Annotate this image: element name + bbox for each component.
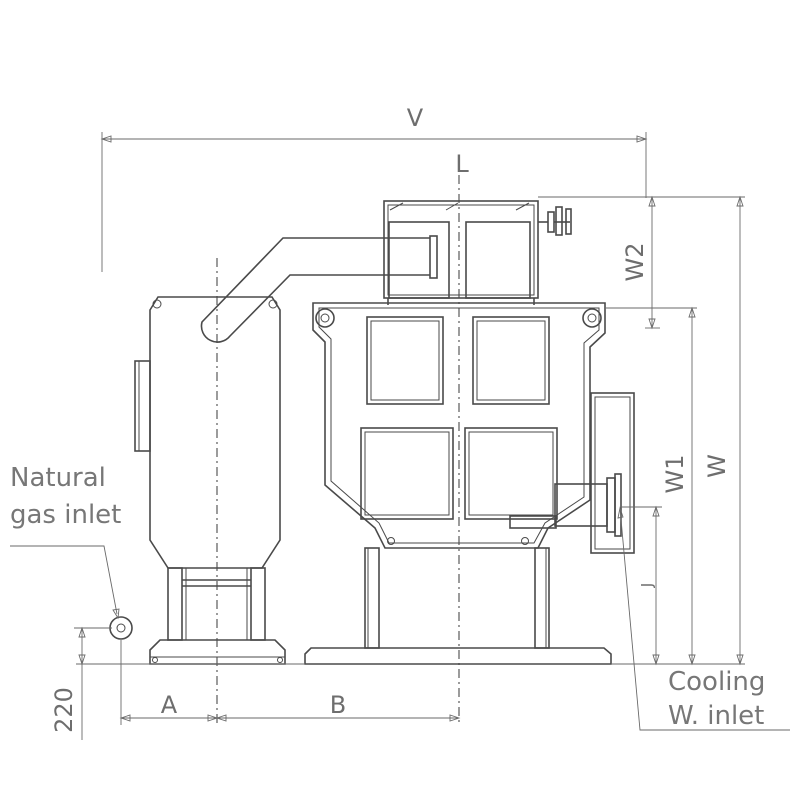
dimension-v-label: V (407, 104, 424, 132)
dimension-a: A (119, 640, 219, 725)
dimension-a-label: A (161, 691, 178, 719)
top-hood (383, 200, 539, 305)
dimension-v: V (100, 104, 648, 272)
cooling-outlet (509, 392, 635, 554)
natural-gas-inlet: Natural gas inlet (10, 463, 133, 640)
furnace-stand (304, 547, 612, 665)
cooling-water-inlet: Cooling W. inlet (617, 506, 790, 731)
connecting-duct (200, 235, 438, 343)
natural-gas-label-2: gas inlet (10, 500, 121, 530)
dimension-w: W (538, 195, 745, 666)
dimension-w2-label: W2 (621, 243, 649, 282)
dimension-w2: W2 (621, 195, 660, 330)
dimension-j: J (621, 505, 662, 666)
top-valve-icon (538, 206, 572, 236)
dimension-b: B (215, 691, 461, 722)
burner-column (134, 296, 286, 665)
dimension-w-label: W (703, 454, 731, 478)
centerline-l-label: L (455, 150, 469, 178)
dimension-220: 220 (50, 626, 112, 740)
cooling-label-1: Cooling (668, 667, 765, 697)
dimension-w1: W1 (605, 306, 697, 666)
dimension-b-label: B (330, 691, 346, 719)
natural-gas-label-1: Natural (10, 463, 106, 493)
dimension-j-label: J (638, 583, 656, 588)
dimension-w1-label: W1 (661, 455, 689, 494)
gas-inlet-icon (109, 616, 133, 640)
dimension-220-label: 220 (50, 687, 78, 733)
cooling-label-2: W. inlet (668, 701, 764, 731)
